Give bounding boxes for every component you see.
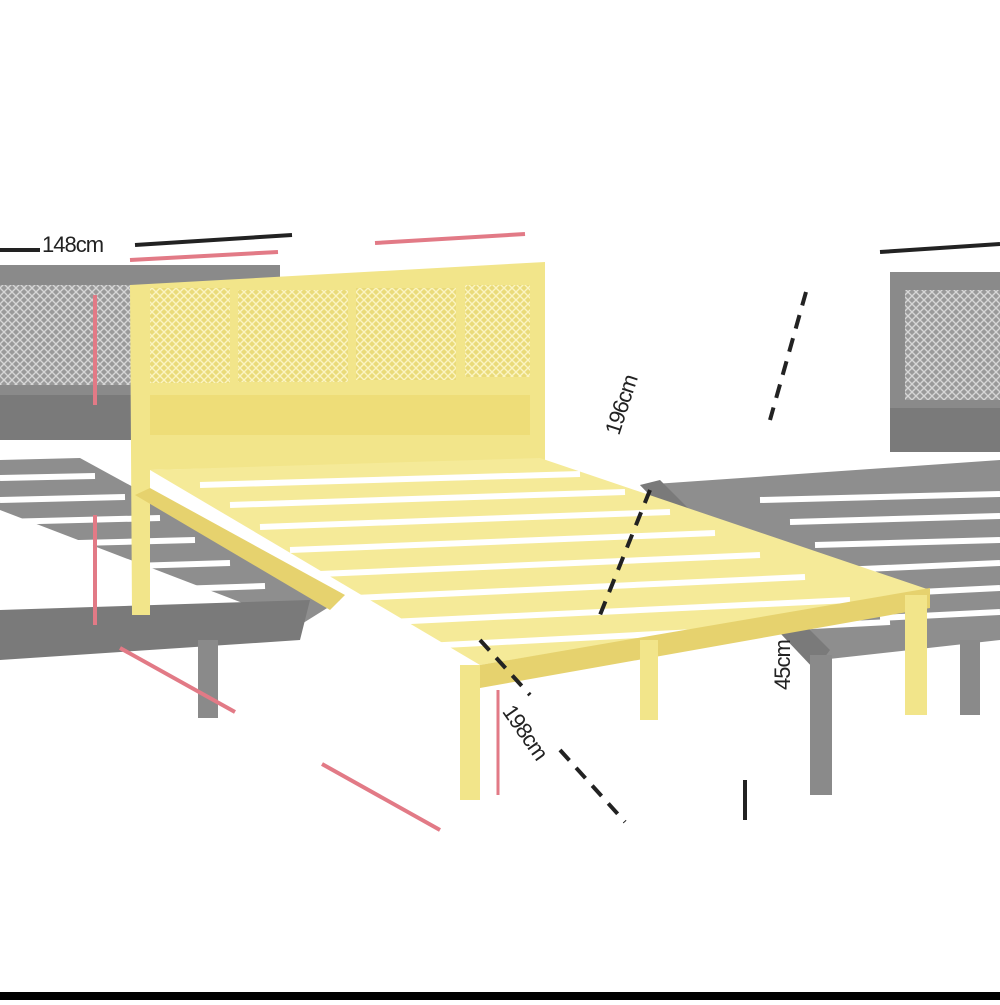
yellow-width-line-left: [129, 250, 279, 262]
center-yellow-bed: [130, 262, 930, 800]
length-line-upper: [768, 291, 808, 421]
bottom-border: [0, 992, 1000, 1000]
width-dimension-label: 148cm: [42, 232, 104, 257]
depth-line-left: [119, 646, 236, 714]
length2-line-upper: [478, 638, 532, 697]
height-dimension-label: 45cm: [770, 640, 795, 690]
right-width-line: [879, 242, 1000, 254]
length2-line-lower: [558, 748, 627, 824]
yellow-width-line-right: [374, 232, 526, 245]
width-line-right: [134, 233, 293, 247]
depth-line-right: [321, 762, 441, 832]
dimension-lines: [0, 232, 1000, 832]
